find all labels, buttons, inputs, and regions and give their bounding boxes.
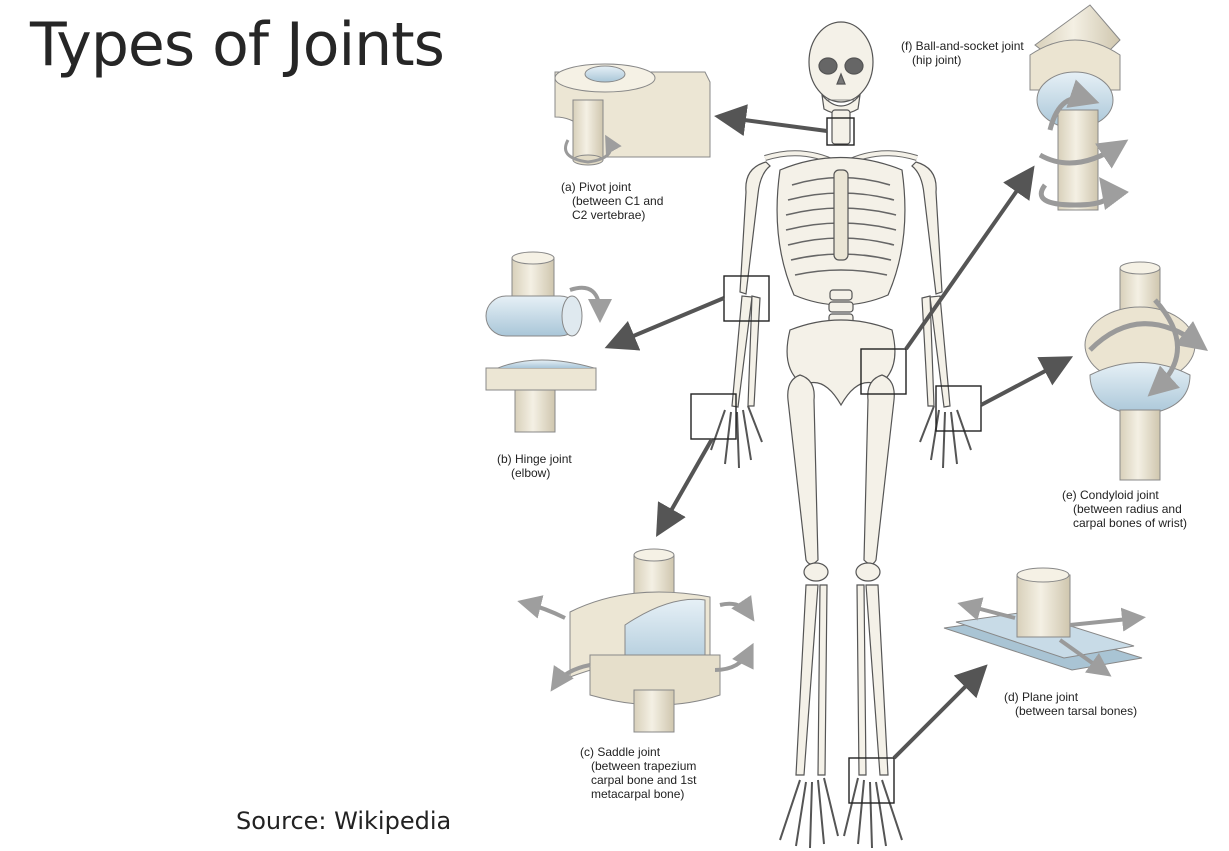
pointer-arrows (604, 104, 1074, 760)
plane-joint-label: (d) Plane joint (between tarsal bones) (1004, 690, 1137, 718)
hands (710, 405, 972, 469)
hinge-joint-model (485, 251, 612, 433)
feet (779, 777, 903, 849)
arrow-to-saddle (656, 438, 714, 537)
plane-joint-detail-1: (between tarsal bones) (1015, 704, 1138, 718)
saddle-joint-label: (c) Saddle joint (between trapezium carp… (580, 745, 696, 801)
box-hip (860, 348, 907, 395)
pivot-joint-label: (a) Pivot joint (between C1 and C2 verte… (561, 180, 663, 222)
arrow-to-ball-socket (904, 165, 1035, 351)
saddle-joint-detail-3: metacarpal bone) (591, 787, 685, 801)
hinge-joint-label: (b) Hinge joint (elbow) (497, 452, 572, 480)
arrow-to-pivot (714, 104, 828, 137)
ball-socket-joint-name: (f) Ball-and-socket joint (901, 39, 1024, 53)
plane-joint-name: (d) Plane joint (1004, 690, 1079, 704)
ball-socket-joint-detail-1: (hip joint) (912, 53, 962, 67)
saddle-joint-model (517, 548, 755, 733)
pivot-joint-detail-1: (between C1 and (572, 194, 664, 208)
condyloid-joint-model (1084, 261, 1209, 481)
legs (787, 374, 895, 776)
pivot-joint-model (554, 63, 711, 166)
condyloid-joint-name: (e) Condyloid joint (1062, 488, 1159, 502)
plane-joint-model (943, 567, 1146, 677)
arrow-to-condyloid (980, 356, 1074, 407)
ball-socket-joint-label: (f) Ball-and-socket joint (hip joint) (901, 39, 1024, 67)
condyloid-joint-detail-1: (between radius and (1073, 502, 1182, 516)
condyloid-joint-label: (e) Condyloid joint (between radius and … (1062, 488, 1187, 530)
ball-socket-joint-model (1029, 4, 1129, 211)
saddle-joint-detail-1: (between trapezium (591, 759, 697, 773)
pivot-joint-name: (a) Pivot joint (561, 180, 632, 194)
box-foot (848, 757, 895, 804)
box-neck (826, 117, 855, 146)
arrow-to-hinge (604, 296, 725, 351)
hinge-joint-detail-1: (elbow) (511, 466, 551, 480)
saddle-joint-detail-2: carpal bone and 1st (591, 773, 697, 787)
saddle-joint-name: (c) Saddle joint (580, 745, 661, 759)
condyloid-joint-detail-2: carpal bones of wrist) (1073, 516, 1188, 530)
skull (808, 21, 874, 115)
ribcage (776, 156, 906, 306)
slide-title: Types of Joints (30, 10, 445, 80)
box-wrist-right (935, 385, 982, 432)
pivot-joint-detail-2: C2 vertebrae) (572, 208, 646, 222)
skeleton-figure (710, 21, 972, 849)
hinge-joint-name: (b) Hinge joint (497, 452, 572, 466)
source-caption: Source: Wikipedia (236, 807, 452, 835)
arrow-to-plane (892, 664, 988, 760)
box-wrist-left (690, 393, 737, 440)
